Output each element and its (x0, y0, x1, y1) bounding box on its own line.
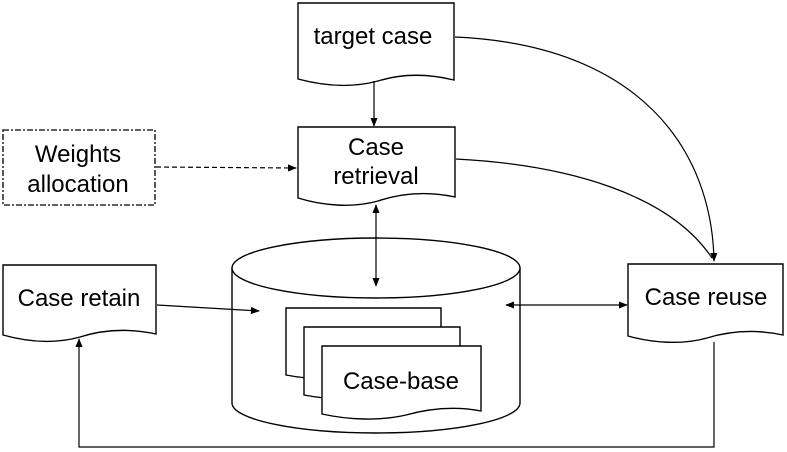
case-base-label: Case-base (343, 368, 459, 395)
case-document-front (321, 345, 482, 420)
case-retrieval-label-line1: Case (348, 134, 404, 161)
arrow-reuse-to-retain (75, 338, 715, 448)
case-reuse-node: Case reuse (627, 263, 784, 344)
arrow-weights-to-retrieval (155, 164, 297, 172)
case-retain-label: Case retain (18, 285, 141, 312)
case-retrieval-label-line2: retrieval (333, 163, 418, 190)
case-retrieval-node: Case retrieval (297, 126, 456, 206)
target-case-node: target case (297, 2, 455, 87)
arrow-retrieval-to-reuse (455, 158, 713, 259)
target-case-label: target case (314, 23, 433, 50)
arrow-retain-to-casebase (156, 304, 260, 315)
weights-allocation-node: Weights allocation (2, 129, 156, 206)
weights-allocation-label-line1: Weights (35, 141, 121, 168)
case-reuse-label: Case reuse (645, 284, 768, 311)
case-base-database: Case-base (231, 237, 521, 434)
arrow-target-to-reuse (454, 36, 718, 262)
weights-allocation-label-line2: allocation (27, 171, 128, 198)
case-retain-node: Case retain (2, 264, 157, 343)
